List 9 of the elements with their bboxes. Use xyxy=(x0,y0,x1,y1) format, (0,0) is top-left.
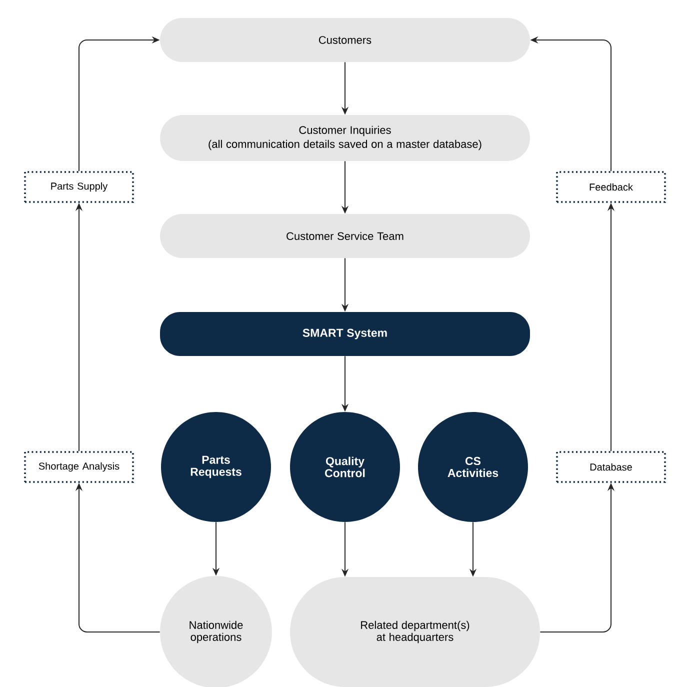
system-box: SMART System xyxy=(160,312,530,356)
step-box: Feedback xyxy=(556,171,666,203)
step-box: Shortage Analysis xyxy=(24,451,134,483)
location-box: Related department(s) at headquarters xyxy=(290,576,540,687)
process-box: Customers xyxy=(160,18,530,62)
step-box: Parts Supply xyxy=(24,171,134,203)
step-box: Database xyxy=(556,451,666,483)
process-box: Customer Service Team xyxy=(160,214,530,258)
process-box: Customer Inquiries (all communication details saved on a master database) xyxy=(160,114,530,161)
